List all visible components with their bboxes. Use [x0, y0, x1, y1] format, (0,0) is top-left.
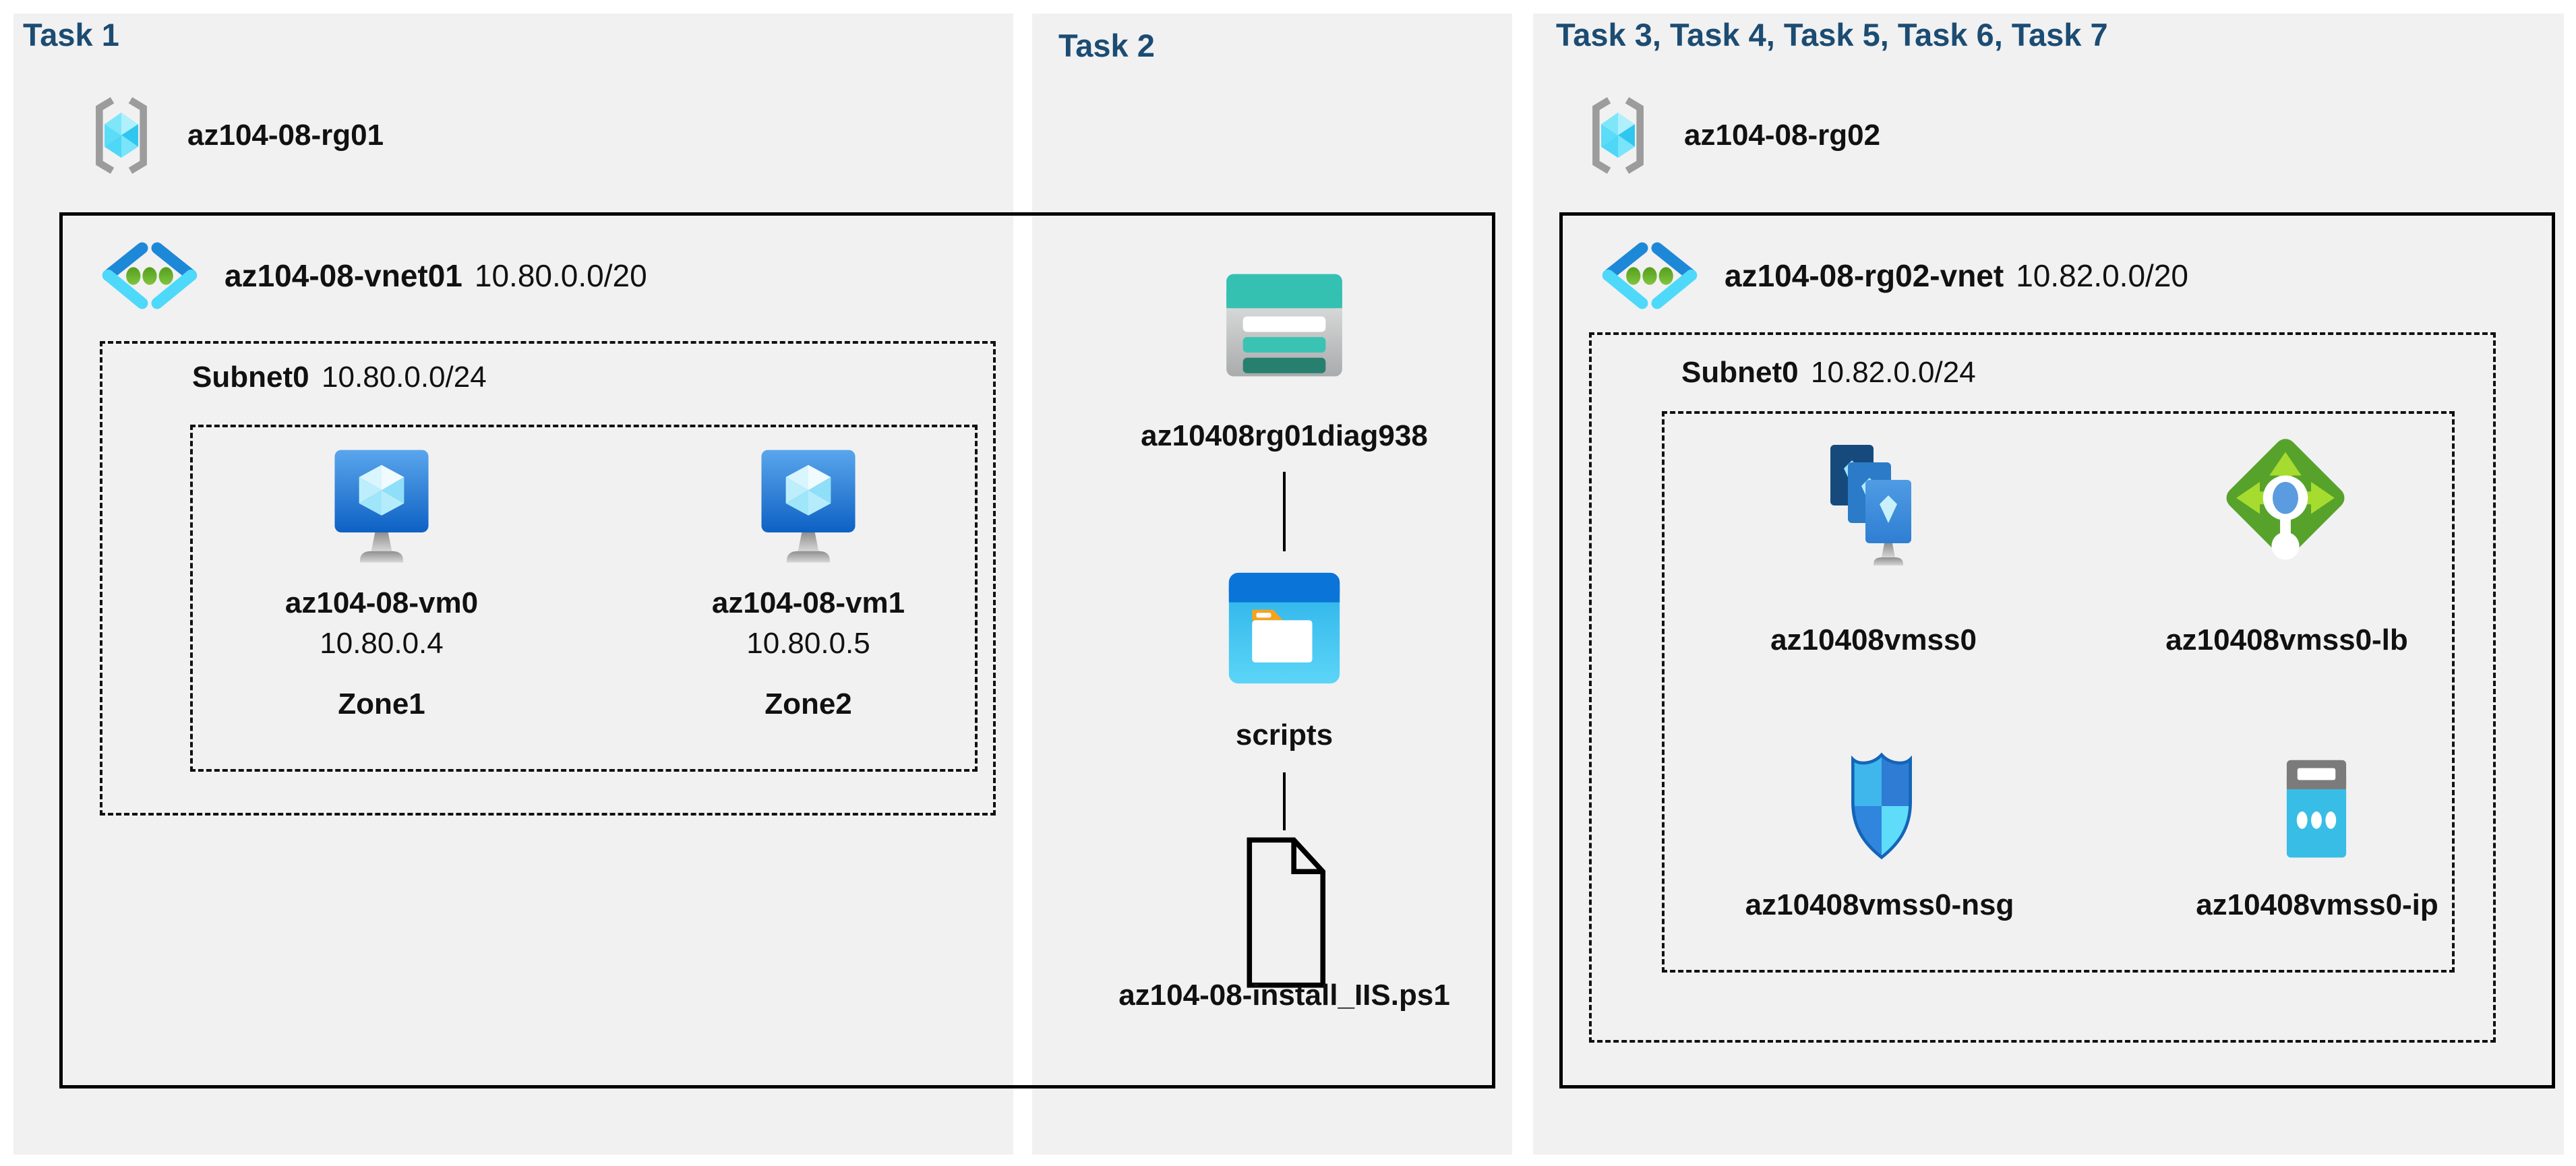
scripts-label: scripts	[1235, 718, 1334, 751]
storage-account-icon	[1222, 270, 1346, 381]
vm0-ip: 10.80.0.4	[320, 627, 444, 660]
connector-storage-scripts	[1283, 472, 1286, 551]
rg01-row: az104-08-rg01	[89, 94, 384, 177]
vm0-name: az104-08-vm0	[284, 586, 479, 619]
subnet0-label-task3: Subnet0 10.82.0.0/24	[1681, 356, 1976, 389]
vm1-ip: 10.80.0.5	[746, 627, 870, 660]
virtual-network-icon	[1598, 240, 1701, 311]
vnet01-name: az104-08-vnet01	[224, 258, 462, 293]
rg02-label: az104-08-rg02	[1684, 119, 1881, 152]
virtual-machine-icon	[330, 446, 433, 566]
vnet02-row: az104-08-rg02-vnet 10.82.0.0/20	[1598, 240, 2188, 311]
virtual-network-icon	[98, 240, 201, 311]
task3-vnet-box	[1559, 212, 2555, 1088]
vm-zone-box	[190, 425, 978, 772]
public-ip-icon	[2281, 755, 2352, 864]
panel-task1	[13, 13, 1013, 1155]
nsg-label: az10408vmss0-nsg	[1745, 888, 2014, 921]
vm0-zone: Zone1	[338, 687, 425, 720]
subnet0-box-task1	[100, 341, 996, 816]
vm1-name: az104-08-vm1	[711, 586, 905, 619]
panel-task3	[1533, 13, 2564, 1155]
vnet01-cidr: 10.80.0.0/20	[474, 258, 647, 293]
public-ip-label: az10408vmss0-ip	[2196, 888, 2438, 921]
load-balancer-icon	[2221, 437, 2349, 578]
rg01-label: az104-08-rg01	[187, 119, 384, 152]
vmss-resources-box	[1662, 411, 2455, 973]
task1-task2-vnet-box	[59, 212, 1495, 1088]
vm1-labels: az104-08-vm1 10.80.0.5 Zone2	[673, 586, 943, 721]
resource-group-icon	[1586, 94, 1650, 177]
connector-scripts-file	[1283, 772, 1286, 830]
vm1-zone: Zone2	[765, 687, 852, 720]
task2-title: Task 2	[1058, 28, 1155, 63]
task1-title: Task 1	[23, 17, 119, 53]
storage-account-label: az10408rg01diag938	[1141, 419, 1428, 452]
vnet02-name: az104-08-rg02-vnet	[1725, 258, 2004, 293]
vm-scale-set-icon	[1824, 441, 1925, 576]
task3-title: Task 3, Task 4, Task 5, Task 6, Task 7	[1556, 17, 2108, 53]
virtual-machine-icon	[756, 446, 860, 566]
resource-group-icon	[89, 94, 154, 177]
install-script-label: az104-08-install_IIS.ps1	[1118, 979, 1450, 1012]
rg02-row: az104-08-rg02	[1586, 94, 1880, 177]
subnet0-box-task3	[1589, 332, 2496, 1043]
folder-container-icon	[1224, 567, 1345, 689]
subnet0-label-task1: Subnet0 10.80.0.0/24	[192, 361, 487, 394]
shield-nsg-icon	[1847, 745, 1916, 867]
vm0-labels: az104-08-vm0 10.80.0.4 Zone1	[247, 586, 516, 721]
file-document-icon	[1242, 836, 1328, 989]
lb-label: az10408vmss0-lb	[2165, 623, 2408, 656]
vnet02-cidr: 10.82.0.0/20	[2016, 258, 2188, 293]
vnet01-row: az104-08-vnet01 10.80.0.0/20	[98, 240, 647, 311]
vmss-label: az10408vmss0	[1770, 623, 1977, 656]
